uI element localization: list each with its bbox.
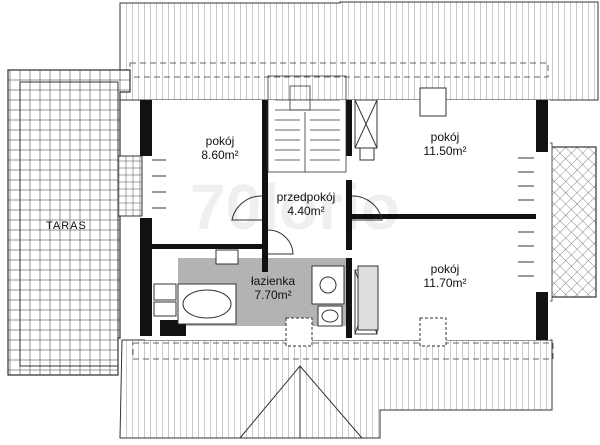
room-area: 4.40m² bbox=[287, 204, 325, 218]
room-lazienka: łazienka 7.70m² bbox=[238, 274, 308, 302]
room-area: 11.70m² bbox=[423, 276, 467, 290]
room-name: pokój bbox=[430, 262, 460, 276]
room-przedpokoj: przedpokój 4.40m² bbox=[266, 190, 346, 218]
room-area: 7.70m² bbox=[254, 288, 292, 302]
doors bbox=[152, 147, 534, 277]
room-name: przedpokój bbox=[276, 190, 336, 204]
roof-windows bbox=[285, 87, 447, 347]
room-area: 8.60m² bbox=[201, 148, 239, 162]
room-pokoj-2: pokój 11.50m² bbox=[410, 130, 480, 158]
terrace-label: TARAS bbox=[46, 220, 87, 232]
balcony-right bbox=[545, 142, 597, 302]
terrace bbox=[7, 69, 143, 376]
room-name: łazienka bbox=[250, 274, 296, 288]
room-pokoj-3: pokój 11.70m² bbox=[410, 262, 480, 290]
room-name: pokój bbox=[205, 134, 235, 148]
bathroom-fixtures bbox=[153, 249, 379, 331]
room-name: pokój bbox=[430, 130, 460, 144]
room-pokoj-1: pokój 8.60m² bbox=[190, 134, 250, 162]
watermark: 70lorio bbox=[190, 171, 400, 243]
room-area: 11.50m² bbox=[423, 144, 467, 158]
staircase bbox=[267, 75, 347, 173]
roof-bottom bbox=[119, 339, 554, 439]
roof-top bbox=[119, 1, 599, 101]
